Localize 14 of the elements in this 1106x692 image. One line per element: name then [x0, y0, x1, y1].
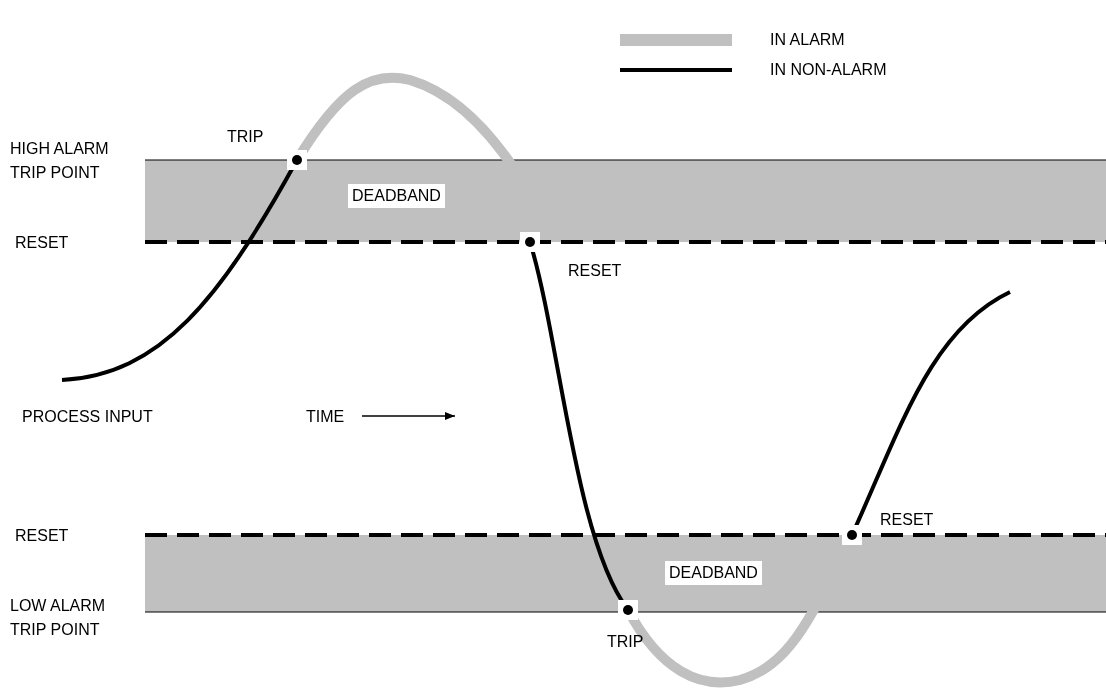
- level-label: RESET: [15, 233, 69, 253]
- point-label: TRIP: [227, 127, 264, 147]
- level-label: HIGH ALARM TRIP POINT: [10, 139, 110, 183]
- legend-label: IN NON-ALARM: [770, 60, 887, 80]
- band-label: DEADBAND: [348, 184, 445, 208]
- axis-label: TIME: [306, 407, 345, 427]
- legend-label: IN ALARM: [770, 30, 845, 50]
- axis-label: PROCESS INPUT: [22, 407, 153, 427]
- level-label: RESET: [15, 526, 69, 546]
- point-label: RESET: [880, 510, 934, 530]
- point-label: TRIP: [607, 632, 644, 652]
- band-label: DEADBAND: [665, 561, 762, 585]
- level-label: LOW ALARM TRIP POINT: [10, 596, 107, 640]
- point-label: RESET: [568, 261, 622, 281]
